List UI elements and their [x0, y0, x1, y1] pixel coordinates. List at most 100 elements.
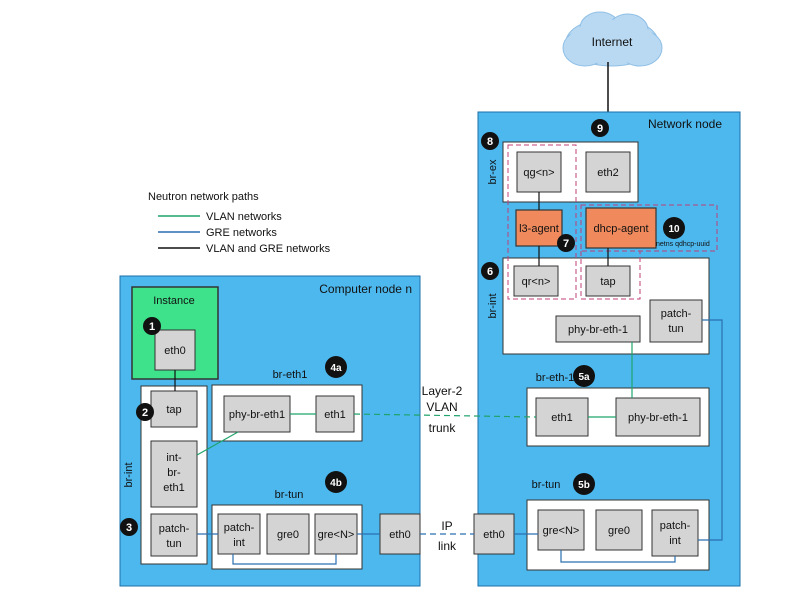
- dhcp-agent: [585, 207, 657, 249]
- svg-text:4b: 4b: [330, 478, 342, 489]
- compute-eth0: [379, 513, 421, 555]
- compute-patch-tun-l2: tun: [166, 538, 181, 550]
- network-phy-br-eth1-int: [555, 315, 641, 343]
- compute-eth0-label: eth0: [389, 529, 410, 541]
- patch-tun-patch-int-link: [698, 319, 723, 541]
- instance-eth0-label: eth0: [164, 345, 185, 357]
- network-greN: [537, 509, 585, 551]
- ip-link-label-1: IP: [441, 519, 452, 533]
- compute-int-br-eth1-l1: int-: [166, 452, 182, 464]
- network-eth0-label: eth0: [483, 529, 504, 541]
- network-gre0-label: gre0: [608, 525, 630, 537]
- compute-patch-tun-l1: patch-: [159, 523, 190, 535]
- layer2-label-1: Layer-2: [422, 384, 463, 398]
- svg-text:7: 7: [563, 238, 569, 250]
- legend-vlan-label: VLAN networks: [206, 211, 282, 223]
- compute-eth1-label: eth1: [324, 409, 345, 421]
- badge-7: 7: [557, 234, 575, 252]
- int-br-to-phy-link: [196, 431, 239, 456]
- network-qg-label: qg<n>: [523, 167, 554, 179]
- greN-patch-int-link: [560, 550, 676, 563]
- network-tap: [585, 265, 631, 297]
- compute-greN-label: gre<N>: [318, 529, 355, 541]
- compute-br-tun-label: br-tun: [275, 489, 304, 501]
- network-eth1-label: eth1: [551, 412, 572, 424]
- network-br-ex-label: br-ex: [487, 159, 499, 185]
- layer2-label-2: VLAN: [426, 400, 457, 414]
- compute-br-int-label: br-int: [123, 462, 135, 487]
- badge-3: 3: [120, 518, 138, 536]
- layer2-vlan-trunk: [353, 413, 537, 418]
- svg-text:2: 2: [142, 407, 148, 419]
- svg-text:5a: 5a: [578, 372, 590, 383]
- svg-text:6: 6: [487, 266, 493, 278]
- network-br-tun-label: br-tun: [532, 479, 561, 491]
- svg-text:5b: 5b: [578, 480, 590, 491]
- patch-int-to-greN-link: [232, 554, 337, 565]
- network-qr-label: qr<n>: [522, 276, 551, 288]
- netns-label: netns qdhcp-uuid: [656, 241, 710, 248]
- badge-4a: 4a: [325, 356, 347, 378]
- compute-phy-br-eth1: [223, 395, 291, 433]
- compute-gre0: [266, 513, 310, 555]
- legend-gre-label: GRE networks: [206, 227, 277, 239]
- compute-patch-int-l1: patch-: [224, 522, 255, 534]
- badge-4b: 4b: [325, 471, 347, 493]
- internet-cloud: Internet: [562, 11, 663, 67]
- compute-greN: [314, 513, 358, 555]
- network-phy-br-eth1-label: phy-br-eth-1: [628, 412, 688, 424]
- network-gre0: [595, 509, 643, 551]
- compute-node-title: Computer node n: [319, 282, 412, 296]
- network-qr: [513, 265, 559, 297]
- badge-2: 2: [136, 403, 154, 421]
- network-eth2-label: eth2: [597, 167, 618, 179]
- dhcp-agent-label: dhcp-agent: [593, 223, 648, 235]
- internet-label: Internet: [592, 35, 633, 49]
- network-tap-label: tap: [600, 276, 615, 288]
- compute-int-br-eth1-l3: eth1: [163, 482, 184, 494]
- svg-text:3: 3: [126, 522, 132, 534]
- badge-5b: 5b: [573, 473, 595, 495]
- compute-int-br-eth1-l2: br-: [167, 467, 181, 479]
- compute-phy-br-eth1-label: phy-br-eth1: [229, 409, 285, 421]
- badge-10: 10: [663, 217, 685, 239]
- network-phy-br-eth1-int-label: phy-br-eth-1: [568, 324, 628, 336]
- router-namespace-outline: [507, 144, 577, 300]
- compute-gre0-label: gre0: [277, 529, 299, 541]
- network-eth2: [585, 151, 631, 193]
- l3-agent: [515, 209, 563, 247]
- svg-text:1: 1: [149, 321, 155, 333]
- network-patch-int-l2: int: [669, 535, 681, 547]
- legend: Neutron network paths VLAN networks GRE …: [148, 191, 331, 255]
- network-greN-label: gre<N>: [543, 525, 580, 537]
- instance-label: Instance: [153, 295, 195, 307]
- network-patch-int: [651, 509, 699, 557]
- network-patch-int-l1: patch-: [660, 520, 691, 532]
- compute-patch-tun: [150, 513, 198, 557]
- network-patch-tun-l2: tun: [668, 323, 683, 335]
- dhcp-tap-outline: [580, 251, 641, 300]
- dhcp-namespace-outline: [580, 204, 718, 252]
- network-patch-tun-l1: patch-: [661, 308, 692, 320]
- compute-patch-int: [217, 513, 261, 555]
- network-node-title: Network node: [648, 117, 722, 131]
- ip-link-label-2: link: [438, 539, 457, 553]
- badge-1: 1: [143, 317, 161, 335]
- network-br-eth1-label: br-eth-1: [536, 372, 575, 384]
- compute-patch-int-l2: int: [233, 537, 245, 549]
- legend-both-label: VLAN and GRE networks: [206, 243, 331, 255]
- compute-tap-label: tap: [166, 404, 181, 416]
- l3-agent-label: l3-agent: [519, 223, 559, 235]
- badge-8: 8: [481, 132, 499, 150]
- svg-text:8: 8: [487, 136, 493, 148]
- badge-5a: 5a: [573, 365, 595, 387]
- badge-9: 9: [591, 119, 609, 137]
- network-br-int-label: br-int: [487, 293, 499, 318]
- badge-6: 6: [481, 262, 499, 280]
- compute-br-eth1-label: br-eth1: [273, 369, 308, 381]
- compute-int-br-eth1: [150, 440, 198, 508]
- network-patch-tun: [649, 299, 703, 343]
- svg-text:4a: 4a: [330, 363, 342, 374]
- svg-text:10: 10: [668, 224, 680, 235]
